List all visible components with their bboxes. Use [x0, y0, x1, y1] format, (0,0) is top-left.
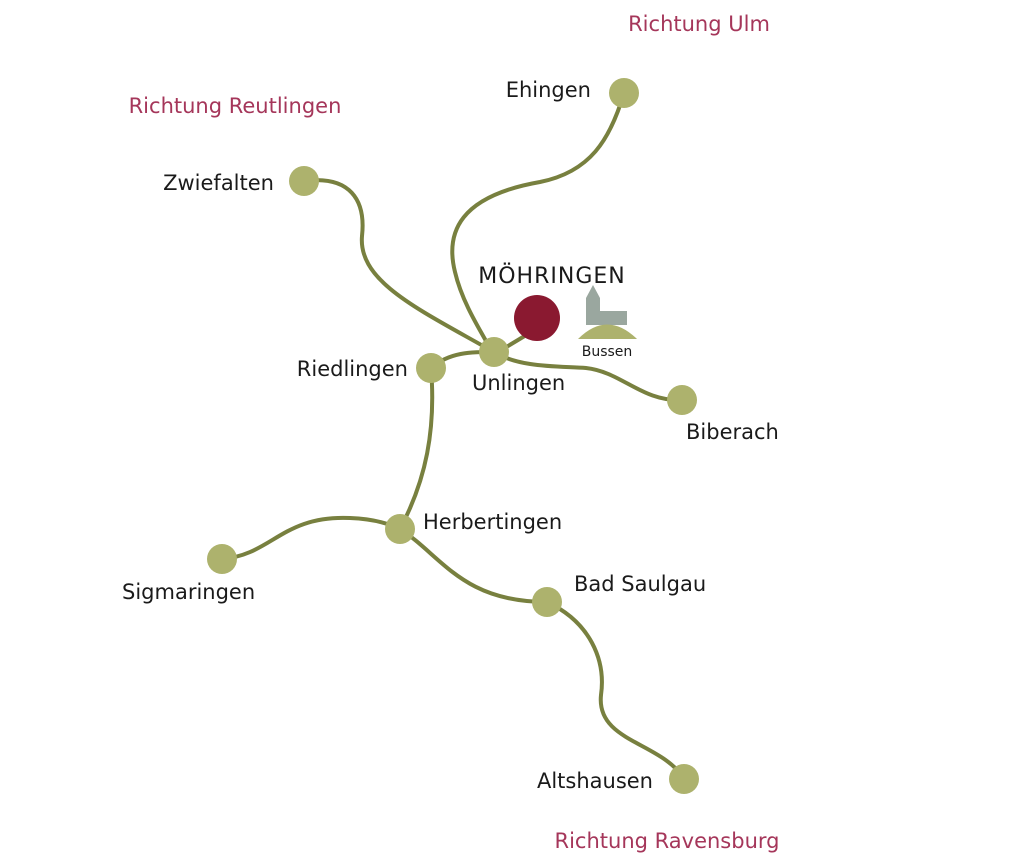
label-zwiefalten: Zwiefalten: [163, 171, 274, 195]
label-biberach: Biberach: [686, 420, 779, 444]
stations: [207, 78, 699, 794]
label-sigmaringen: Sigmaringen: [122, 580, 255, 604]
station-zwiefalten[interactable]: [289, 166, 319, 196]
station-riedlingen[interactable]: [416, 353, 446, 383]
station-bad-saulgau[interactable]: [532, 587, 562, 617]
station-unlingen[interactable]: [479, 337, 509, 367]
route-herbertingen-sigmaringen: [220, 515, 402, 561]
route-riedlingen-herbertingen: [398, 366, 435, 531]
highlight-label: MÖHRINGEN: [478, 263, 625, 289]
label-herbertingen: Herbertingen: [423, 510, 562, 534]
label-riedlingen: Riedlingen: [297, 357, 408, 381]
label-unlingen: Unlingen: [472, 371, 565, 395]
direction-ravensburg: Richtung Ravensburg: [555, 829, 780, 853]
station-biberach[interactable]: [667, 385, 697, 415]
route-unlingen-biberach: [492, 350, 684, 403]
route-zwiefalten-unlingen: [302, 178, 494, 353]
station-herbertingen[interactable]: [385, 514, 415, 544]
direction-reutlingen: Richtung Reutlingen: [129, 94, 342, 118]
routes: [220, 91, 686, 781]
highlight-moehringen-marker[interactable]: [514, 295, 560, 341]
route-badsaulgau-altshausen: [545, 600, 686, 781]
label-altshausen: Altshausen: [537, 769, 653, 793]
landmark-label: Bussen: [582, 344, 633, 360]
label-bad-saulgau: Bad Saulgau: [574, 572, 706, 596]
station-ehingen[interactable]: [609, 78, 639, 108]
route-ehingen-unlingen: [450, 91, 626, 350]
route-herbertingen-badsaulgau: [398, 527, 549, 604]
direction-ulm: Richtung Ulm: [628, 12, 770, 36]
church-on-hill-icon: [578, 285, 637, 339]
station-altshausen[interactable]: [669, 764, 699, 794]
label-ehingen: Ehingen: [506, 78, 591, 102]
station-sigmaringen[interactable]: [207, 544, 237, 574]
